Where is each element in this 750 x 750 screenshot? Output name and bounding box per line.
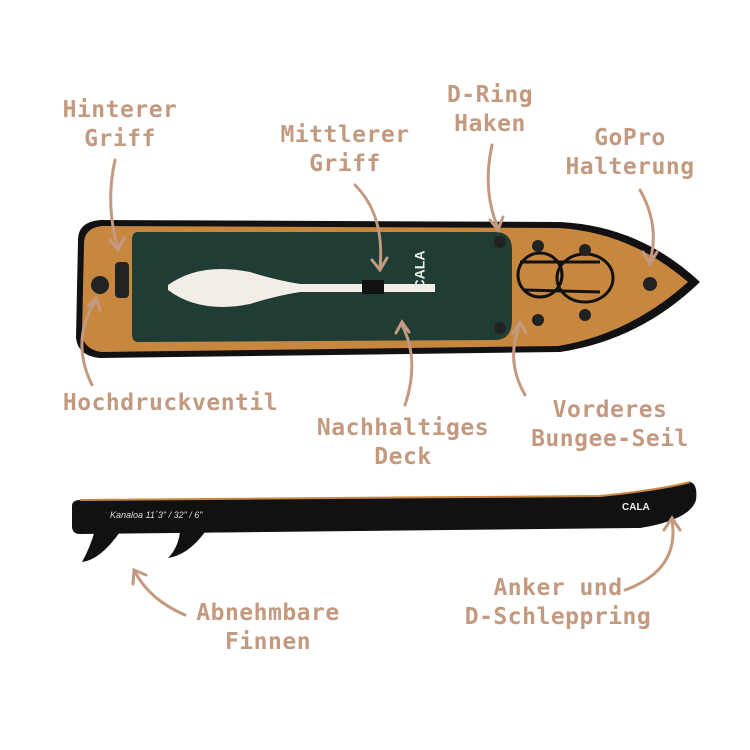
label-line: Vorderes [552,397,668,423]
label-gopro: GoPro Halterung [555,124,705,182]
side-brand-logo: CALA [622,502,650,513]
board-side-view [72,482,697,534]
label-valve: Hochdruckventil [58,389,283,418]
label-line: Finnen [224,629,312,655]
board-side-wood-edge [79,481,691,501]
label-line: Griff [309,151,381,177]
label-fins: Abnehmbare Finnen [178,599,358,657]
board-model-text: Kanaloa 11´3" / 32" / 6" [110,510,203,520]
label-line: Hochdruckventil [62,390,279,416]
label-bungee: Vorderes Bungee-Seil [515,396,705,454]
label-line: Anker und [493,575,623,601]
label-d-ring: D-Ring Haken [420,81,560,139]
paddle-icon [168,268,435,307]
label-middle-handle: Mittlerer Griff [275,121,415,179]
label-line: Deck [374,444,432,470]
label-line: Nachhaltiges [316,415,490,441]
label-line: Hinterer [62,97,178,123]
annotation-arrows [80,143,682,617]
middle-handle [362,280,384,294]
fin-rear [82,530,120,562]
deck-brand-logo: CALA [411,250,428,290]
label-deck: Nachhaltiges Deck [308,414,498,472]
label-rear-handle: Hinterer Griff [50,96,190,154]
label-line: Haken [454,111,526,137]
fin-front [168,532,205,558]
label-line: Abnehmbare [196,600,340,626]
label-anchor: Anker und D-Schleppring [458,574,658,632]
d-rings [91,236,657,334]
label-line: Bungee-Seil [531,426,689,452]
label-line: GoPro [594,125,666,151]
label-line: Halterung [565,154,695,180]
label-line: Mittlerer [280,122,410,148]
label-line: D-Schleppring [464,604,652,630]
label-line: Griff [84,126,156,152]
label-line: D-Ring [446,82,534,108]
